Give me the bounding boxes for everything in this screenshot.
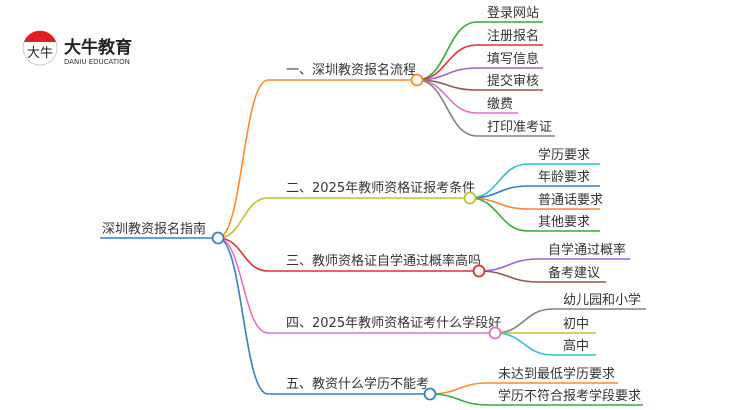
child-link	[494, 308, 554, 334]
child-node[interactable]: 备考建议	[548, 265, 600, 281]
logo-name-cn: 大牛教育	[64, 37, 132, 58]
child-node[interactable]: 年龄要求	[538, 170, 590, 185]
child-node[interactable]: 普通话要求	[538, 193, 603, 208]
branch-node[interactable]: 一、深圳教资报名流程	[286, 62, 416, 78]
branch-link	[217, 79, 269, 239]
child-link	[494, 332, 554, 356]
branch-node[interactable]: 二、2025年教师资格证报考条件	[286, 180, 475, 196]
logo-mark-text: 大牛	[27, 46, 53, 61]
child-node[interactable]: 其他要求	[538, 215, 590, 230]
child-node[interactable]: 注册报名	[487, 28, 539, 44]
branch-link	[217, 237, 269, 395]
branch-link	[217, 197, 269, 239]
logo-mark-red	[24, 30, 56, 42]
child-node[interactable]: 打印准考证	[487, 120, 552, 135]
logo-name-en: DANIU EDUCATION	[64, 58, 130, 66]
branch-node[interactable]: 三、教师资格证自学通过概率高吗	[286, 253, 481, 269]
child-node[interactable]: 初中	[563, 317, 589, 332]
child-node[interactable]: 学历要求	[538, 147, 590, 163]
root-collapse-toggle[interactable]	[211, 231, 225, 245]
child-link	[469, 197, 529, 232]
branch-collapse-toggle[interactable]	[488, 326, 502, 340]
branch-collapse-toggle[interactable]	[423, 387, 437, 401]
logo: 大牛 大牛教育 DANIU EDUCATION	[22, 30, 132, 66]
child-node[interactable]: 幼儿园和小学	[563, 292, 641, 308]
child-node[interactable]: 学历不符合报考学段要求	[498, 388, 641, 404]
child-link	[429, 382, 489, 395]
branch-collapse-toggle[interactable]	[472, 264, 486, 278]
branch-collapse-toggle[interactable]	[410, 73, 424, 87]
child-link	[478, 258, 539, 272]
child-link	[416, 79, 478, 137]
child-node[interactable]: 填写信息	[487, 51, 539, 67]
child-node[interactable]: 提交审核	[487, 73, 539, 89]
root-node[interactable]: 深圳教资报名指南	[102, 221, 206, 237]
child-node[interactable]: 高中	[563, 338, 589, 354]
child-link	[416, 21, 478, 81]
branch-node[interactable]: 五、教资什么学历不能考	[286, 376, 429, 392]
child-node[interactable]: 缴费	[487, 97, 513, 112]
branch-node[interactable]: 四、2025年教师资格证考什么学段好	[286, 315, 501, 331]
child-node[interactable]: 自学通过概率	[548, 242, 626, 258]
branch-link	[217, 237, 269, 272]
child-link	[469, 163, 529, 199]
branch-collapse-toggle[interactable]	[463, 191, 477, 205]
child-node[interactable]: 登录网站	[487, 6, 539, 21]
child-node[interactable]: 未达到最低学历要求	[498, 366, 615, 382]
child-link	[478, 270, 539, 283]
branch-link	[217, 237, 269, 334]
child-link	[429, 393, 489, 406]
